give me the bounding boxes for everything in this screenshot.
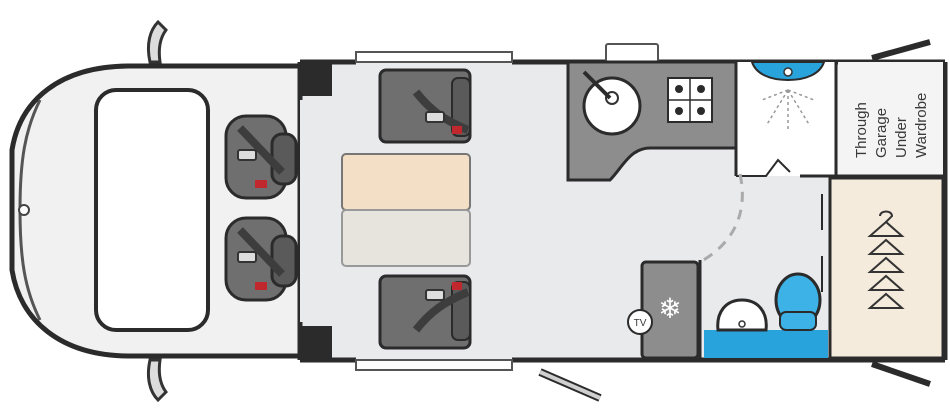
pillar-bottom	[300, 326, 332, 362]
cab-seat-passenger	[224, 216, 298, 302]
window-top-1	[355, 51, 513, 63]
shower-area	[734, 61, 838, 178]
garage-door-bottom	[871, 361, 931, 387]
wardrobe	[821, 176, 945, 360]
tv-label: TV	[634, 318, 647, 329]
windscreen-dashboard	[94, 88, 210, 332]
garage-label-1: Through	[853, 102, 870, 158]
pillar-top	[300, 60, 332, 96]
tv-marker: TV	[627, 309, 653, 335]
shower-head-icon	[761, 89, 815, 130]
mirror-top-icon	[146, 19, 168, 64]
through-garage: Through Garage Under Wardrobe	[836, 62, 945, 178]
mirror-bottom-icon	[146, 358, 168, 403]
vehicle-cab	[9, 19, 303, 403]
dinette-seat-top	[378, 68, 472, 144]
fridge: ❄	[640, 260, 700, 360]
garage-label-2: Garage	[873, 108, 890, 158]
hob-icon	[667, 77, 713, 123]
entry-door	[538, 368, 602, 402]
sink-icon	[582, 76, 642, 136]
window-bottom-1	[355, 359, 513, 371]
hanger-icon	[867, 210, 905, 309]
garage-label-3: Under	[893, 117, 910, 158]
snowflake-icon: ❄	[658, 293, 681, 324]
wardrobe-label: Wardrobe	[913, 93, 930, 158]
washroom	[698, 260, 828, 358]
washbasin-icon	[716, 298, 768, 332]
tap-icon	[582, 70, 612, 100]
window-top-2	[605, 43, 659, 63]
badge-icon	[18, 204, 30, 216]
garage-door-top	[871, 39, 931, 61]
dinette-seat-bottom	[378, 274, 472, 350]
door-swing	[699, 173, 744, 264]
kitchen-unit	[566, 60, 738, 182]
cab-seat-driver	[224, 114, 298, 200]
dinette-table	[341, 153, 471, 267]
